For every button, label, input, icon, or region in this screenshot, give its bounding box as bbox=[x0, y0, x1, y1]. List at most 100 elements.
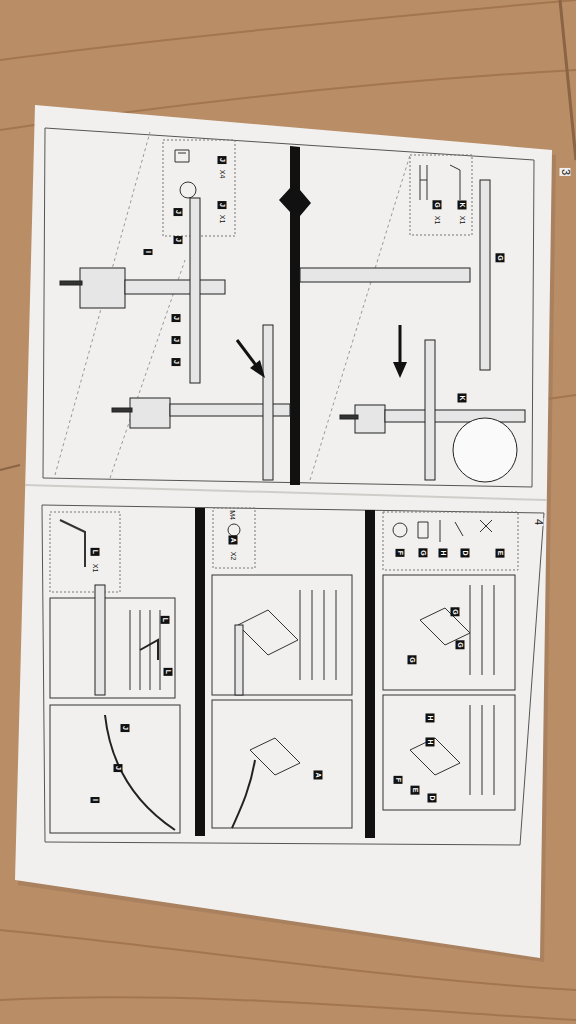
callout-letter: J bbox=[121, 724, 130, 732]
part-icons bbox=[393, 523, 407, 537]
panel-frames bbox=[43, 128, 534, 487]
desk-clamp-pole bbox=[125, 280, 225, 294]
quantity: X1 bbox=[459, 215, 466, 226]
callout-letter: J bbox=[172, 314, 181, 322]
callout-letter: H bbox=[426, 737, 435, 746]
part-letter: J bbox=[218, 201, 227, 209]
desk-clamp-pole bbox=[263, 325, 273, 480]
part-letter: J bbox=[218, 156, 227, 164]
callout-letter: D bbox=[428, 793, 437, 802]
arms-and-cables bbox=[105, 715, 175, 830]
part-icons bbox=[420, 165, 427, 200]
quantity: X1 bbox=[434, 215, 441, 226]
thread-size: M4 bbox=[229, 509, 236, 521]
part-icons bbox=[180, 182, 196, 198]
part-letter: G bbox=[433, 200, 442, 209]
callout-letter: H bbox=[426, 713, 435, 722]
callout-letter: G bbox=[456, 640, 465, 649]
arrows bbox=[237, 340, 258, 368]
monitor-backs bbox=[50, 575, 515, 833]
part-letter: G bbox=[419, 548, 428, 557]
parts-boxes bbox=[410, 155, 472, 235]
part-icons bbox=[450, 165, 460, 200]
monitor-backs bbox=[212, 575, 352, 695]
monitor-backs bbox=[238, 608, 470, 775]
panel-dividers bbox=[195, 508, 205, 836]
paper-sheet bbox=[25, 485, 547, 500]
part-icons bbox=[60, 150, 492, 567]
arrows bbox=[399, 325, 402, 365]
monitor-backs bbox=[50, 705, 180, 833]
callout-letter: L bbox=[161, 616, 170, 624]
parts-boxes bbox=[213, 508, 255, 568]
desk-clamp-pole bbox=[60, 281, 82, 285]
wood-floor bbox=[0, 465, 20, 470]
part-letter: L bbox=[91, 548, 100, 556]
panel-dividers bbox=[195, 146, 375, 838]
callout-letter: I bbox=[144, 249, 153, 255]
arrows bbox=[393, 362, 407, 378]
callout-letter: E bbox=[411, 786, 420, 795]
part-letter: D bbox=[461, 548, 470, 557]
desk-clamp-pole bbox=[355, 405, 385, 433]
quantity: X1 bbox=[219, 214, 226, 225]
monitor-backs bbox=[130, 585, 494, 795]
arms-and-cables bbox=[95, 585, 255, 830]
desk-clamp-pole bbox=[300, 268, 470, 282]
perspective-lines bbox=[310, 155, 410, 480]
callout-letter: J bbox=[172, 358, 181, 366]
page-number: 4 bbox=[533, 518, 544, 526]
parts-boxes bbox=[383, 512, 518, 570]
callout-letter: I bbox=[91, 797, 100, 803]
callout-letter: J bbox=[174, 208, 183, 216]
wood-floor bbox=[0, 0, 576, 60]
parts-boxes bbox=[50, 140, 518, 592]
panel-frames bbox=[42, 128, 544, 845]
quantity: X1 bbox=[92, 563, 99, 574]
desk-clamp-pole bbox=[425, 340, 435, 480]
part-letter: A bbox=[229, 535, 238, 544]
desk-clamp-pole bbox=[80, 268, 125, 308]
arms-and-cables bbox=[140, 640, 158, 660]
callout-letter: A bbox=[314, 770, 323, 779]
part-icons bbox=[418, 520, 492, 542]
desk-clamp-pole bbox=[190, 198, 200, 383]
quantity: X4 bbox=[219, 169, 226, 180]
part-icons bbox=[228, 524, 240, 536]
arrows bbox=[237, 325, 407, 378]
arms-and-cables bbox=[232, 760, 255, 828]
desk-clamp-pole bbox=[60, 180, 525, 482]
desk-clamp-pole bbox=[112, 408, 132, 412]
part-letter: H bbox=[439, 548, 448, 557]
desk-clamp-pole bbox=[130, 398, 170, 428]
callout-letter: G bbox=[408, 655, 417, 664]
monitor-backs bbox=[212, 700, 352, 828]
part-letter: E bbox=[496, 549, 505, 558]
callout-letter: F bbox=[394, 776, 403, 784]
wood-floor bbox=[0, 997, 576, 1020]
paper-sheet bbox=[15, 105, 556, 962]
paper-sheet bbox=[15, 105, 552, 958]
wood-floor bbox=[560, 0, 576, 160]
callout-letter: L bbox=[164, 668, 173, 676]
quantity: X2 bbox=[230, 551, 237, 562]
desk-clamp-pole bbox=[480, 180, 490, 370]
desk-clamp-pole bbox=[340, 415, 358, 419]
monitor-backs bbox=[383, 575, 515, 690]
callout-letter: K bbox=[458, 393, 467, 402]
panel-dividers bbox=[279, 146, 311, 485]
callout-letter: G bbox=[496, 253, 505, 262]
desk-clamp-pole bbox=[453, 418, 517, 482]
panel-dividers bbox=[365, 510, 375, 838]
callout-letter: J bbox=[172, 336, 181, 344]
callout-letter: G bbox=[451, 607, 460, 616]
parts-boxes bbox=[50, 512, 120, 592]
arms-and-cables bbox=[95, 585, 105, 695]
callout-letter: J bbox=[174, 236, 183, 244]
callout-letter: J bbox=[114, 764, 123, 772]
arms-and-cables bbox=[235, 625, 243, 695]
part-icons bbox=[60, 520, 85, 567]
